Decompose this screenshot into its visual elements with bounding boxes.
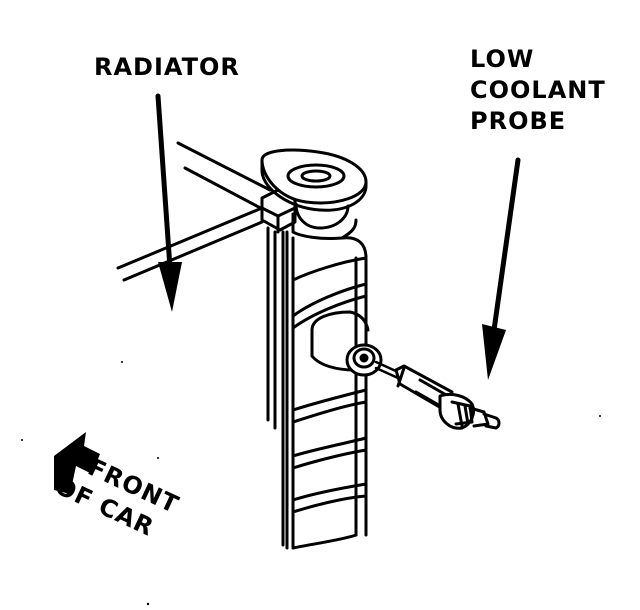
support-rails [116, 141, 272, 282]
low-coolant-probe-label: LOW COOLANT PROBE [470, 44, 606, 137]
probe-boss [310, 310, 383, 377]
probe-label-line-1: LOW [470, 45, 535, 73]
arrow-left-icon [54, 432, 100, 494]
filler-cap [260, 148, 368, 230]
radiator-posts [266, 226, 289, 550]
probe-label-line-3: PROBE [470, 107, 567, 135]
scan-specks [21, 361, 601, 606]
radiator-tank [291, 212, 368, 550]
arrow-down-icon [482, 157, 521, 380]
low-coolant-probe [394, 364, 501, 430]
arrow-down-icon [155, 93, 182, 312]
probe-insertion-line [374, 360, 400, 380]
radiator-label: RADIATOR [94, 53, 240, 81]
probe-label-line-2: COOLANT [470, 76, 606, 104]
